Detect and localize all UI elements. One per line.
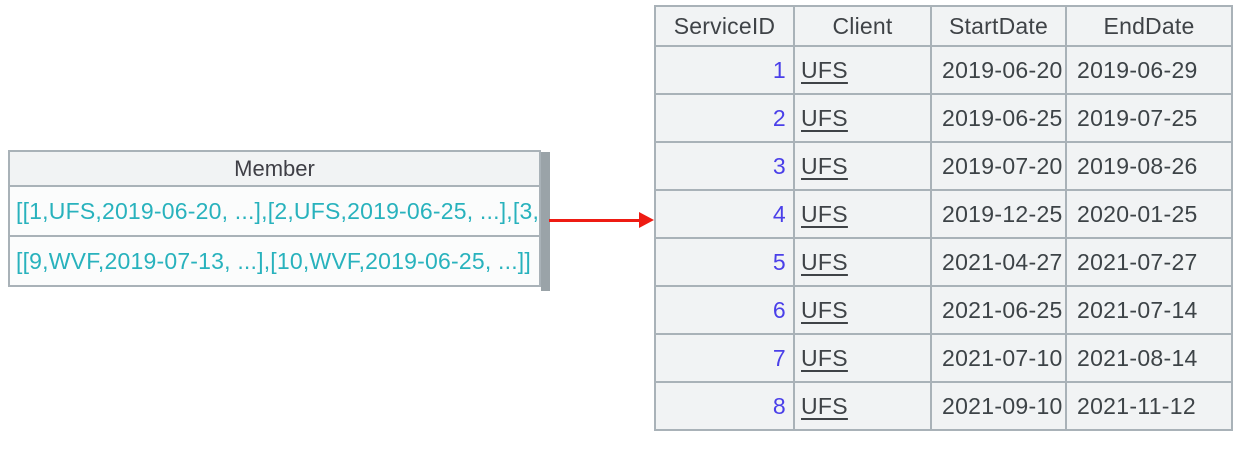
client-link[interactable]: UFS — [801, 200, 848, 227]
service-table-row: 4 UFS 2019-12-25 2020-01-25 — [654, 189, 1233, 239]
service-id-cell: 4 — [654, 189, 795, 239]
end-date-cell: 2020-01-25 — [1065, 189, 1233, 239]
client-cell: UFS — [793, 93, 932, 143]
end-date-cell: 2019-06-29 — [1065, 45, 1233, 95]
member-data-row: [[1,UFS,2019-06-20, ...],[2,UFS,2019-06-… — [8, 185, 541, 237]
service-table-row: 1 UFS 2019-06-20 2019-06-29 — [654, 45, 1233, 95]
service-id-cell: 2 — [654, 93, 795, 143]
start-date-cell: 2021-06-25 — [930, 285, 1067, 335]
service-table-row: 5 UFS 2021-04-27 2021-07-27 — [654, 237, 1233, 287]
service-table-row: 3 UFS 2019-07-20 2019-08-26 — [654, 141, 1233, 191]
end-date-cell: 2021-11-12 — [1065, 381, 1233, 431]
member-table-title: Member — [8, 150, 541, 187]
client-link[interactable]: UFS — [801, 344, 848, 371]
member-table: Member [[1,UFS,2019-06-20, ...],[2,UFS,2… — [8, 150, 550, 291]
start-date-cell: 2019-07-20 — [930, 141, 1067, 191]
arrow-head-icon — [639, 212, 654, 228]
col-header-startdate: StartDate — [930, 5, 1067, 47]
service-table-row: 7 UFS 2021-07-10 2021-08-14 — [654, 333, 1233, 383]
start-date-cell: 2019-12-25 — [930, 189, 1067, 239]
start-date-cell: 2021-07-10 — [930, 333, 1067, 383]
start-date-cell: 2019-06-25 — [930, 93, 1067, 143]
service-table-row: 6 UFS 2021-06-25 2021-07-14 — [654, 285, 1233, 335]
flow-arrow-line — [549, 219, 640, 222]
client-link[interactable]: UFS — [801, 248, 848, 275]
service-table: ServiceID Client StartDate EndDate 1 UFS… — [654, 5, 1233, 431]
col-header-client: Client — [793, 5, 932, 47]
col-header-serviceid: ServiceID — [654, 5, 795, 47]
end-date-cell: 2019-08-26 — [1065, 141, 1233, 191]
service-table-row: 2 UFS 2019-06-25 2019-07-25 — [654, 93, 1233, 143]
member-table-grid: Member [[1,UFS,2019-06-20, ...],[2,UFS,2… — [8, 150, 541, 287]
member-array-cell-1: [[1,UFS,2019-06-20, ...],[2,UFS,2019-06-… — [8, 185, 541, 237]
client-cell: UFS — [793, 141, 932, 191]
start-date-cell: 2019-06-20 — [930, 45, 1067, 95]
start-date-cell: 2021-04-27 — [930, 237, 1067, 287]
client-link[interactable]: UFS — [801, 56, 848, 83]
service-id-cell: 6 — [654, 285, 795, 335]
service-id-cell: 1 — [654, 45, 795, 95]
start-date-cell: 2021-09-10 — [930, 381, 1067, 431]
service-id-cell: 7 — [654, 333, 795, 383]
member-box-shadow — [541, 152, 550, 291]
service-table-row: 8 UFS 2021-09-10 2021-11-12 — [654, 381, 1233, 431]
client-cell: UFS — [793, 45, 932, 95]
client-cell: UFS — [793, 189, 932, 239]
end-date-cell: 2021-07-27 — [1065, 237, 1233, 287]
client-cell: UFS — [793, 285, 932, 335]
service-table-header-row: ServiceID Client StartDate EndDate — [654, 5, 1233, 47]
end-date-cell: 2021-07-14 — [1065, 285, 1233, 335]
member-data-row: [[9,WVF,2019-07-13, ...],[10,WVF,2019-06… — [8, 235, 541, 287]
end-date-cell: 2019-07-25 — [1065, 93, 1233, 143]
service-table-grid: ServiceID Client StartDate EndDate 1 UFS… — [654, 5, 1233, 431]
client-link[interactable]: UFS — [801, 152, 848, 179]
client-cell: UFS — [793, 333, 932, 383]
col-header-enddate: EndDate — [1065, 5, 1233, 47]
client-link[interactable]: UFS — [801, 104, 848, 131]
client-link[interactable]: UFS — [801, 296, 848, 323]
service-id-cell: 8 — [654, 381, 795, 431]
client-cell: UFS — [793, 237, 932, 287]
service-id-cell: 3 — [654, 141, 795, 191]
client-cell: UFS — [793, 381, 932, 431]
end-date-cell: 2021-08-14 — [1065, 333, 1233, 383]
service-id-cell: 5 — [654, 237, 795, 287]
member-header-row: Member — [8, 150, 541, 187]
client-link[interactable]: UFS — [801, 392, 848, 419]
member-array-cell-2: [[9,WVF,2019-07-13, ...],[10,WVF,2019-06… — [8, 235, 541, 287]
